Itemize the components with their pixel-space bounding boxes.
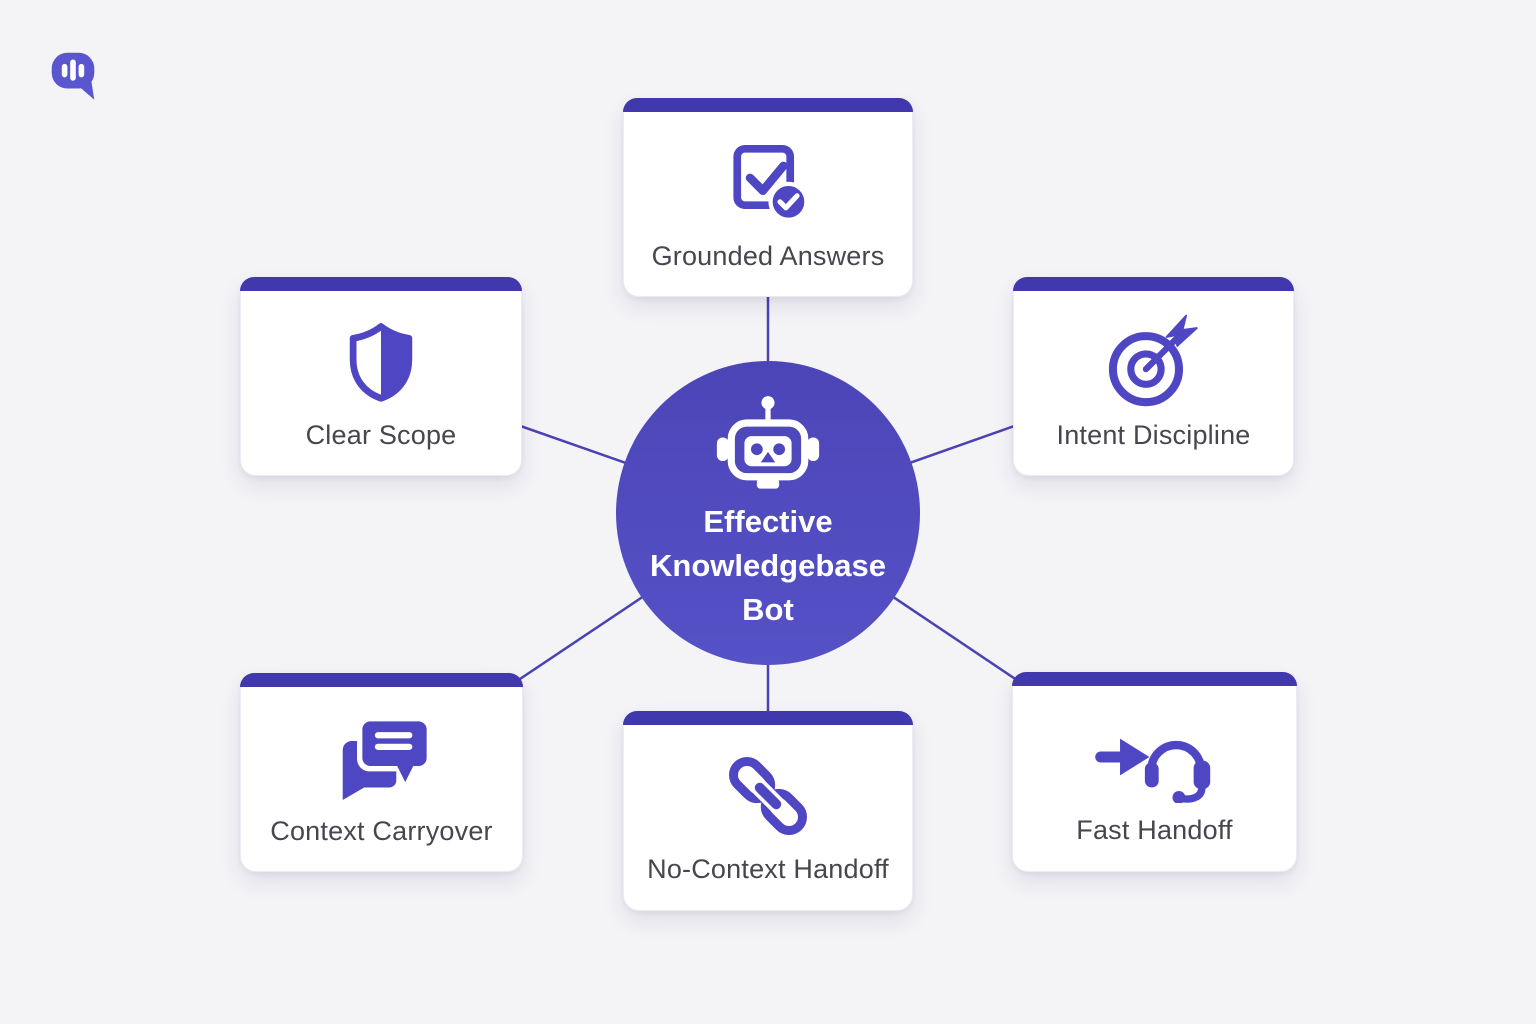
- card-accent-bar: [1012, 672, 1297, 686]
- node-label: No-Context Handoff: [647, 854, 889, 884]
- chain-link-icon: [728, 756, 808, 836]
- node-label: Intent Discipline: [1056, 420, 1251, 450]
- card-accent-bar: [623, 98, 913, 112]
- node-label: Grounded Answers: [651, 241, 885, 271]
- node-card-intent-discipline[interactable]: Intent Discipline: [1013, 277, 1294, 476]
- node-card-no-context-handoff[interactable]: No-Context Handoff: [623, 711, 913, 911]
- shield-icon: [349, 323, 413, 402]
- card-accent-bar: [240, 673, 523, 687]
- card-accent-bar: [1013, 277, 1294, 291]
- center-node-effective-knowledgebase-bot[interactable]: Effective Knowledgebase Bot: [616, 361, 920, 665]
- target-arrow-icon: [1108, 314, 1198, 407]
- chat-waveform-logo-icon: [51, 52, 95, 100]
- node-card-grounded-answers[interactable]: Grounded Answers: [623, 98, 913, 297]
- chat-bubbles-icon: [342, 716, 432, 800]
- node-label: Clear Scope: [305, 420, 457, 450]
- robot-icon: [716, 396, 820, 489]
- node-card-context-carryover[interactable]: Context Carryover: [240, 673, 523, 872]
- card-accent-bar: [623, 711, 913, 725]
- checkbox-verified-icon: [733, 144, 809, 222]
- node-label: Context Carryover: [270, 816, 493, 846]
- node-label: Fast Handoff: [1076, 815, 1233, 845]
- card-accent-bar: [240, 277, 522, 291]
- node-card-clear-scope[interactable]: Clear Scope: [240, 277, 522, 476]
- node-card-fast-handoff[interactable]: Fast Handoff: [1012, 672, 1297, 872]
- arrow-headset-icon: [1094, 738, 1210, 803]
- center-node-title: Effective Knowledgebase Bot: [650, 503, 886, 627]
